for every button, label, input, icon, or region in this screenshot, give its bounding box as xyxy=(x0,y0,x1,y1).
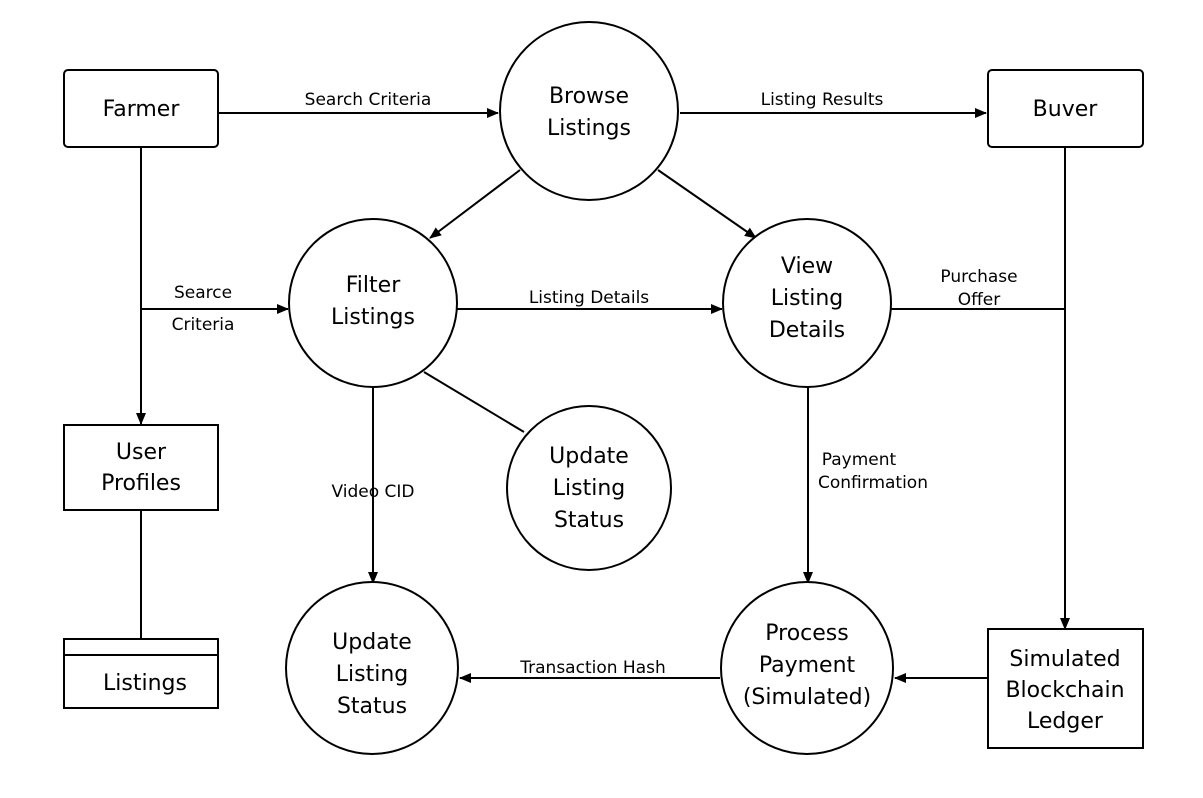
flow-label-listing-results: Listing Results xyxy=(761,90,884,110)
update-mid-label-line3: Status xyxy=(554,508,624,533)
filter-label-line2: Listings xyxy=(331,305,415,330)
process-update-listing-status-bottom: Update Listing Status xyxy=(285,581,459,755)
flow-browse-to-filter xyxy=(429,169,521,239)
flow-label-video-cid: Video CID xyxy=(331,482,414,502)
flow-label-listing-details: Listing Details xyxy=(529,288,649,308)
entity-buyer: Buver xyxy=(987,69,1144,148)
ledger-label-line1: Simulated xyxy=(1009,647,1120,672)
ledger-label-line3: Ledger xyxy=(1027,709,1104,734)
update-bottom-label-line3: Status xyxy=(337,694,407,719)
process-view-listing-details: View Listing Details xyxy=(722,218,892,388)
flow-label-search-criteria: Search Criteria xyxy=(305,90,432,110)
flow-browse-to-view xyxy=(657,169,757,239)
user-profiles-label-line2: Profiles xyxy=(101,471,181,496)
process-update-listing-status-mid: Update Listing Status xyxy=(506,405,672,571)
entity-user-profiles: User Profiles xyxy=(63,424,219,511)
update-bottom-label-line1: Update xyxy=(332,630,412,655)
flow-label-transaction-hash: Transaction Hash xyxy=(519,658,666,678)
datastore-listings: Listings xyxy=(63,638,219,709)
farmer-label: Farmer xyxy=(103,97,181,122)
payment-label-line2: Payment xyxy=(759,653,856,678)
entity-farmer: Farmer xyxy=(63,69,219,148)
filter-label-line1: Filter xyxy=(346,273,401,298)
view-label-line1: View xyxy=(781,254,833,279)
flow-filter-to-update-mid xyxy=(423,371,525,433)
flow-label-searce-line2: Criteria xyxy=(172,315,235,335)
view-label-line3: Details xyxy=(769,318,845,343)
update-mid-label-line2: Listing xyxy=(553,476,625,501)
update-bottom-label-line2: Listing xyxy=(336,662,408,687)
flow-label-payment-line2: Confirmation xyxy=(818,473,928,493)
browse-label-line1: Browse xyxy=(549,84,629,109)
flow-label-purchase-line1: Purchase xyxy=(940,267,1017,287)
flow-label-payment-line1: Payment xyxy=(822,450,897,470)
process-filter-listings: Filter Listings xyxy=(288,218,458,388)
buyer-label: Buver xyxy=(1033,97,1099,122)
browse-label-line2: Listings xyxy=(547,116,631,141)
process-browse-listings: Browse Listings xyxy=(499,21,679,201)
view-label-line2: Listing xyxy=(771,286,843,311)
flow-label-searce-line1: Searce xyxy=(174,283,232,303)
payment-label-line1: Process xyxy=(765,621,848,646)
payment-label-line3: (Simulated) xyxy=(743,685,871,710)
update-mid-label-line1: Update xyxy=(549,444,629,469)
entity-ledger: Simulated Blockchain Ledger xyxy=(987,628,1144,749)
flow-label-purchase-line2: Offer xyxy=(958,290,1001,310)
listings-label: Listings xyxy=(103,671,187,696)
ledger-label-line2: Blockchain xyxy=(1005,678,1124,703)
user-profiles-label-line1: User xyxy=(116,440,167,465)
process-payment: Process Payment (Simulated) xyxy=(720,581,894,755)
